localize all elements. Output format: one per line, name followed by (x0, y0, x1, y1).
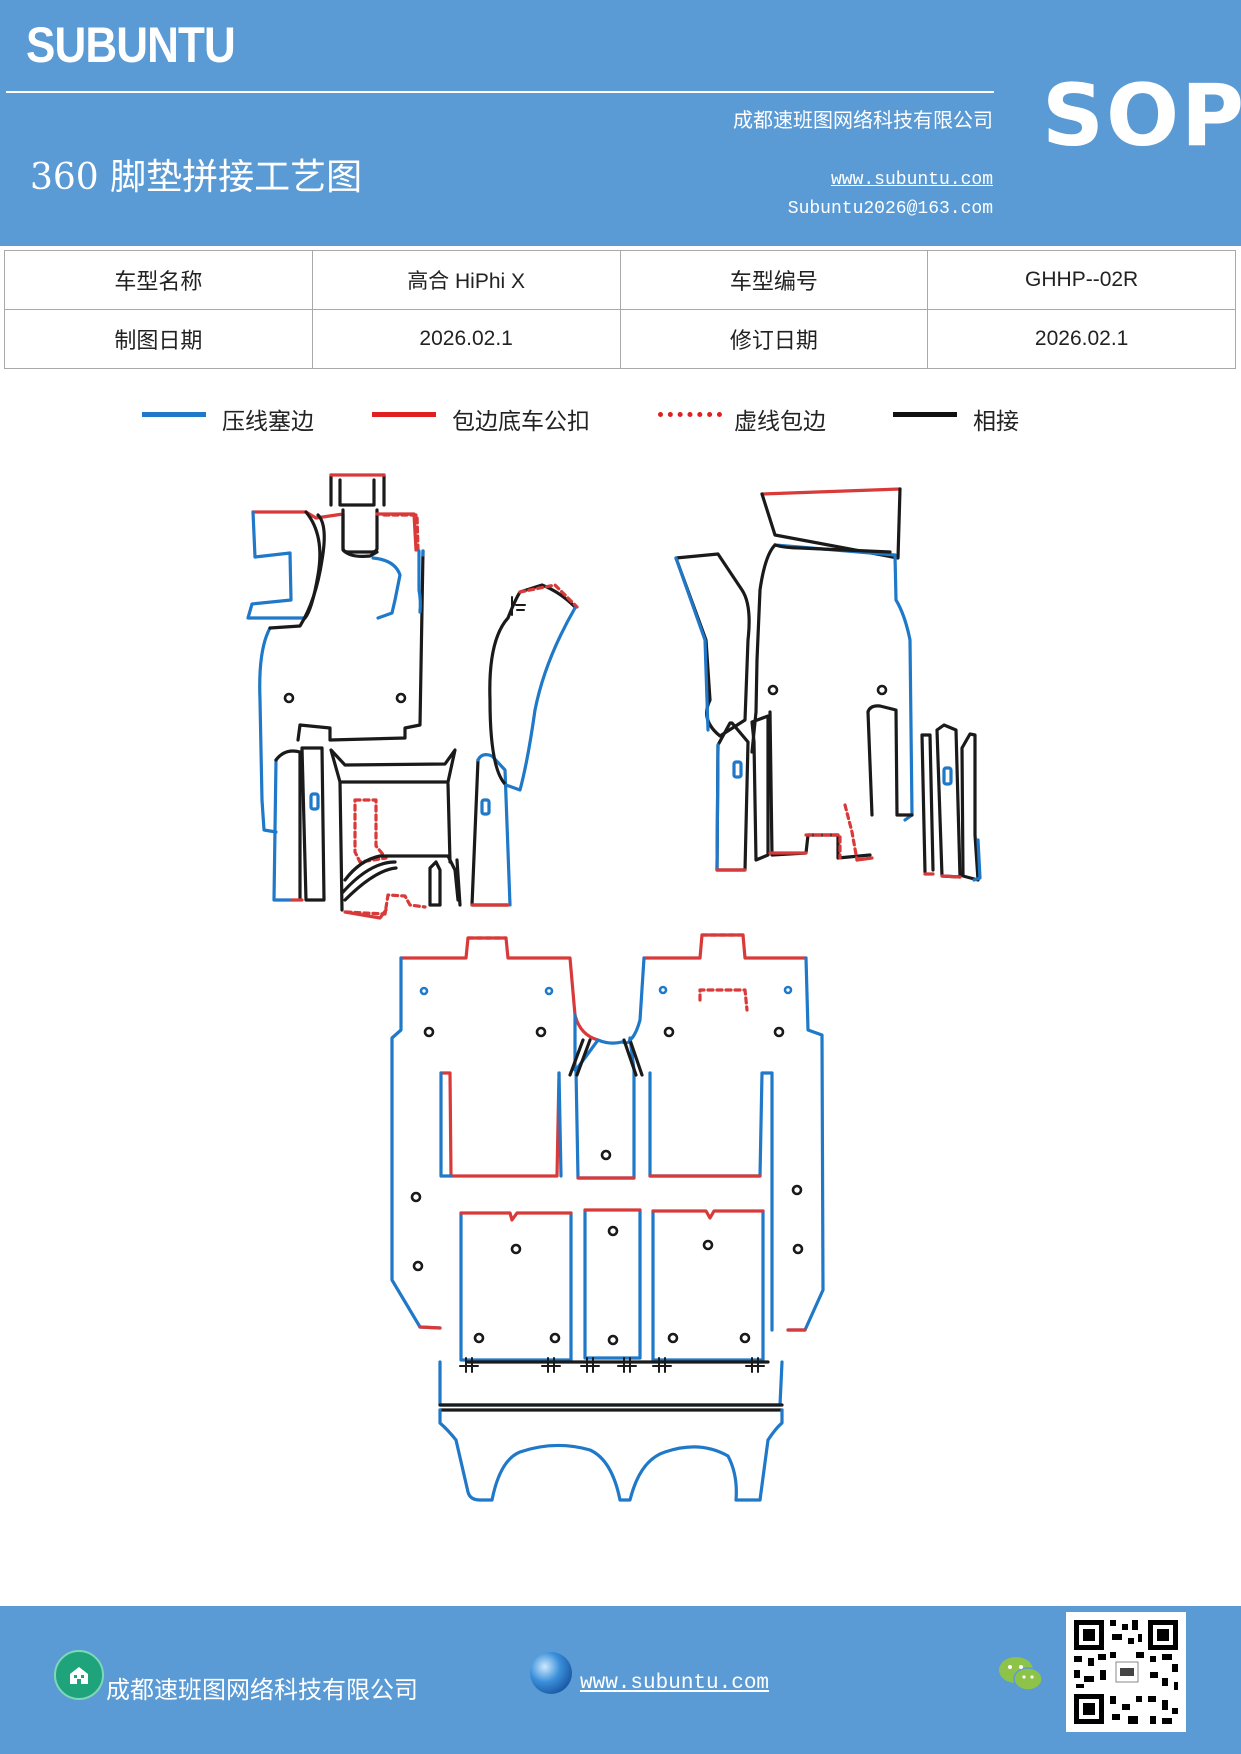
page-footer: 成都速班图网络科技有限公司 www.subuntu.com (0, 1606, 1241, 1754)
legend-label: 虚线包边 (734, 409, 826, 435)
company-name: 成都速班图网络科技有限公司 (733, 108, 993, 132)
email-address: Subuntu2026@163.com (787, 199, 993, 219)
floor-mat-diagram (246, 473, 982, 1502)
vehicle-info-table: 车型名称 高合 HiPhi X 车型编号 GHHP--02R 制图日期 2026… (4, 250, 1236, 369)
rear-mat-group (390, 933, 825, 1502)
brand-logo: SUBUNTU (26, 17, 236, 73)
legend-swatch (893, 412, 957, 417)
table-cell-value: 2026.02.1 (311, 309, 621, 369)
table-row: 车型名称 高合 HiPhi X 车型编号 GHHP--02R (4, 250, 1236, 310)
front-left-mat-group (246, 473, 579, 920)
globe-icon (530, 1652, 572, 1694)
table-cell-value: 高合 HiPhi X (311, 250, 621, 310)
footer-company-name: 成都速班图网络科技有限公司 (106, 1676, 418, 1704)
legend-label: 包边底车公扣 (452, 409, 590, 435)
table-cell-label: 制图日期 (4, 309, 313, 369)
table-cell-label: 车型名称 (4, 250, 313, 310)
header-divider (6, 91, 994, 93)
table-cell-value: GHHP--02R (927, 250, 1236, 310)
legend-label: 相接 (973, 409, 1019, 435)
table-cell-label: 修订日期 (619, 309, 929, 369)
legend-label: 压线塞边 (222, 409, 314, 435)
line-legend: 压线塞边 包边底车公扣 虚线包边 相接 (0, 400, 1241, 440)
table-cell-value: 2026.02.1 (927, 309, 1236, 369)
company-icon (54, 1650, 104, 1700)
front-right-mat-group (674, 487, 982, 882)
legend-swatch (372, 412, 436, 417)
sop-badge: SOP (1042, 66, 1241, 166)
legend-swatch (142, 412, 206, 417)
legend-swatch (658, 412, 722, 417)
page-header: SUBUNTU 成都速班图网络科技有限公司 360 脚垫拼接工艺图 www.su… (0, 0, 1241, 246)
wechat-icon[interactable] (998, 1654, 1044, 1698)
table-cell-label: 车型编号 (619, 250, 929, 310)
website-link[interactable]: www.subuntu.com (830, 170, 993, 190)
qr-code (1066, 1612, 1186, 1732)
table-row: 制图日期 2026.02.1 修订日期 2026.02.1 (4, 309, 1236, 369)
page-title: 360 脚垫拼接工艺图 (30, 157, 363, 198)
footer-website-link[interactable]: www.subuntu.com (580, 1672, 770, 1695)
